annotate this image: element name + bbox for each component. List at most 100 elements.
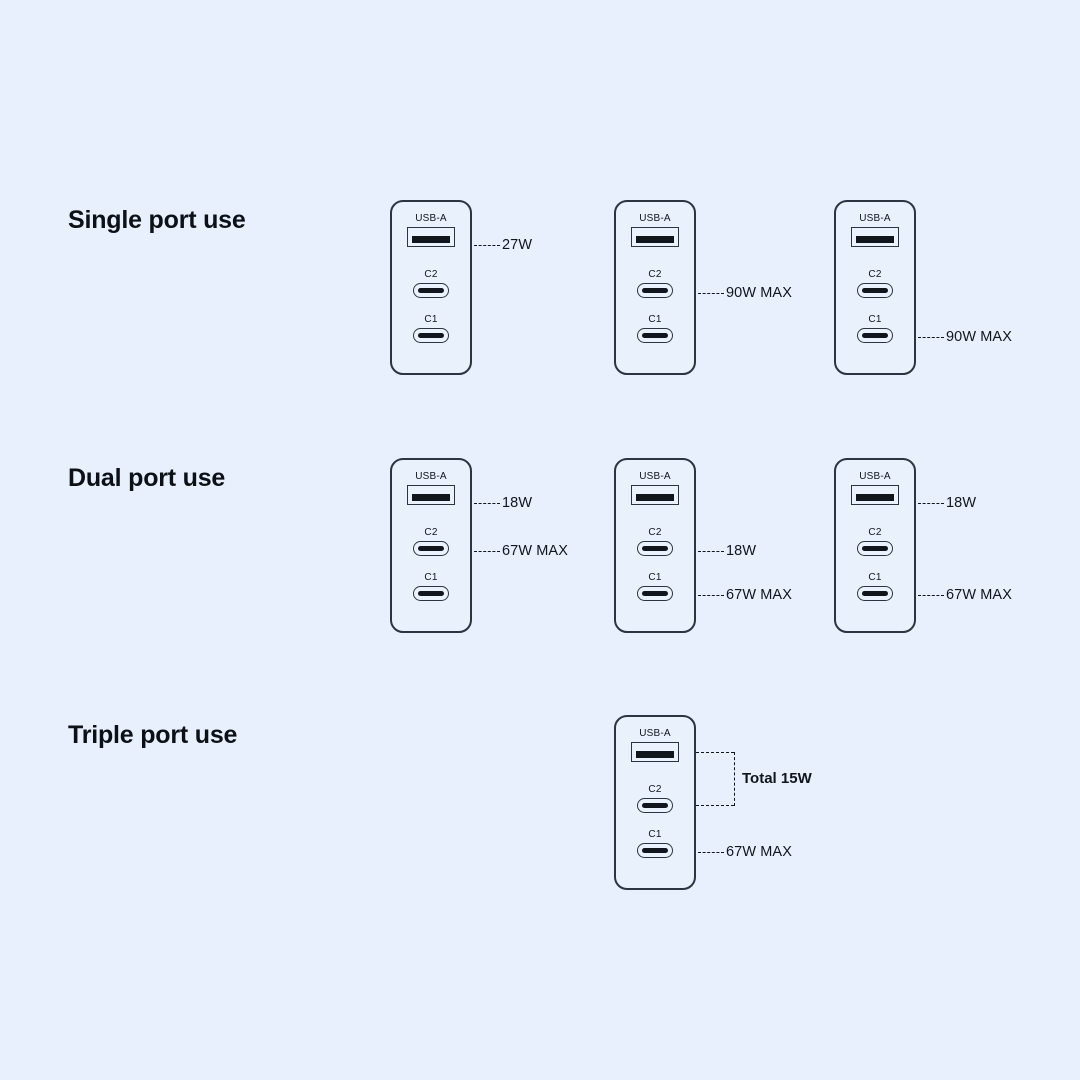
charger-single-1: USB-A C2 C1 [390, 200, 472, 375]
port-label-c2: C2 [648, 784, 662, 795]
charger-triple-1: USB-A C2 C1 [614, 715, 696, 890]
usb-c-port-icon [857, 283, 893, 298]
port-group-usba: USB-A [392, 214, 470, 247]
port-group-c1: C1 [836, 315, 914, 343]
callout-dual-3-usba: 18W [918, 495, 976, 511]
callout-dual-2-c1: 67W MAX [698, 587, 792, 603]
port-label-c1: C1 [648, 572, 662, 583]
callout-label: 67W MAX [726, 844, 792, 860]
port-group-c2: C2 [616, 528, 694, 556]
bracket-spine [734, 752, 735, 806]
port-label-usba: USB-A [639, 213, 671, 224]
port-label-c1: C1 [648, 314, 662, 325]
leader-line [918, 594, 944, 596]
usb-c-port-icon [637, 328, 673, 343]
section-title-dual: Dual port use [68, 464, 226, 492]
port-label-c1: C1 [424, 572, 438, 583]
charger-single-2: USB-A C2 C1 [614, 200, 696, 375]
port-group-c2: C2 [616, 270, 694, 298]
port-group-usba: USB-A [392, 472, 470, 505]
charger-dual-3: USB-A C2 C1 [834, 458, 916, 633]
leader-line [474, 550, 500, 552]
bracket-callout-total: Total 15W [696, 752, 816, 812]
port-group-c1: C1 [392, 315, 470, 343]
port-label-c2: C2 [424, 527, 438, 538]
usb-c-port-icon [857, 541, 893, 556]
usb-c-port-icon [637, 283, 673, 298]
usb-c-port-icon [413, 328, 449, 343]
leader-line [474, 502, 500, 504]
section-title-single: Single port use [68, 206, 246, 234]
port-label-c1: C1 [868, 314, 882, 325]
callout-dual-1-usba: 18W [474, 495, 532, 511]
leader-line [698, 594, 724, 596]
port-label-c1: C1 [424, 314, 438, 325]
callout-label: 67W MAX [502, 543, 568, 559]
leader-line [698, 851, 724, 853]
port-group-c1: C1 [392, 573, 470, 601]
leader-line [918, 336, 944, 338]
leader-line [698, 292, 724, 294]
usb-a-port-icon [631, 485, 679, 505]
leader-line [918, 502, 944, 504]
leader-line [474, 244, 500, 246]
port-group-usba: USB-A [836, 214, 914, 247]
port-group-c1: C1 [616, 830, 694, 858]
charger-dual-1: USB-A C2 C1 [390, 458, 472, 633]
port-label-usba: USB-A [639, 471, 671, 482]
callout-label: 67W MAX [726, 587, 792, 603]
port-group-c2: C2 [836, 270, 914, 298]
port-group-c2: C2 [836, 528, 914, 556]
port-label-c2: C2 [868, 527, 882, 538]
callout-single-2-c2: 90W MAX [698, 285, 792, 301]
callout-dual-2-c2: 18W [698, 543, 756, 559]
callout-dual-1-c2: 67W MAX [474, 543, 568, 559]
port-label-c1: C1 [868, 572, 882, 583]
callout-triple-1-c1: 67W MAX [698, 844, 792, 860]
usb-c-port-icon [857, 586, 893, 601]
callout-dual-3-c1: 67W MAX [918, 587, 1012, 603]
port-group-c2: C2 [392, 270, 470, 298]
port-group-c2: C2 [616, 785, 694, 813]
port-group-c1: C1 [616, 315, 694, 343]
usb-c-port-icon [413, 283, 449, 298]
bracket-label: Total 15W [742, 770, 812, 787]
port-label-c2: C2 [424, 269, 438, 280]
usb-c-port-icon [637, 843, 673, 858]
port-group-usba: USB-A [616, 729, 694, 762]
port-group-c2: C2 [392, 528, 470, 556]
port-group-usba: USB-A [616, 472, 694, 505]
usb-c-port-icon [413, 586, 449, 601]
leader-line [698, 550, 724, 552]
callout-label: 90W MAX [946, 329, 1012, 345]
callout-label: 18W [502, 495, 533, 511]
usb-a-port-icon [631, 227, 679, 247]
bracket-arm-bottom [696, 805, 734, 806]
port-label-c2: C2 [868, 269, 882, 280]
callout-single-1-usba: 27W [474, 237, 532, 253]
port-label-usba: USB-A [859, 471, 891, 482]
port-label-usba: USB-A [859, 213, 891, 224]
callout-label: 27W [502, 237, 533, 253]
charger-dual-2: USB-A C2 C1 [614, 458, 696, 633]
callout-label: 90W MAX [726, 285, 792, 301]
port-group-c1: C1 [616, 573, 694, 601]
bracket-arm-top [696, 752, 734, 753]
port-label-usba: USB-A [639, 728, 671, 739]
port-label-usba: USB-A [415, 471, 447, 482]
usb-c-port-icon [413, 541, 449, 556]
port-group-usba: USB-A [616, 214, 694, 247]
usb-c-port-icon [857, 328, 893, 343]
usb-a-port-icon [631, 742, 679, 762]
port-group-c1: C1 [836, 573, 914, 601]
callout-label: 18W [726, 543, 757, 559]
usb-a-port-icon [407, 227, 455, 247]
charger-single-3: USB-A C2 C1 [834, 200, 916, 375]
port-label-usba: USB-A [415, 213, 447, 224]
port-label-c2: C2 [648, 269, 662, 280]
usb-c-port-icon [637, 586, 673, 601]
usb-a-port-icon [851, 227, 899, 247]
port-group-usba: USB-A [836, 472, 914, 505]
callout-label: 18W [946, 495, 977, 511]
